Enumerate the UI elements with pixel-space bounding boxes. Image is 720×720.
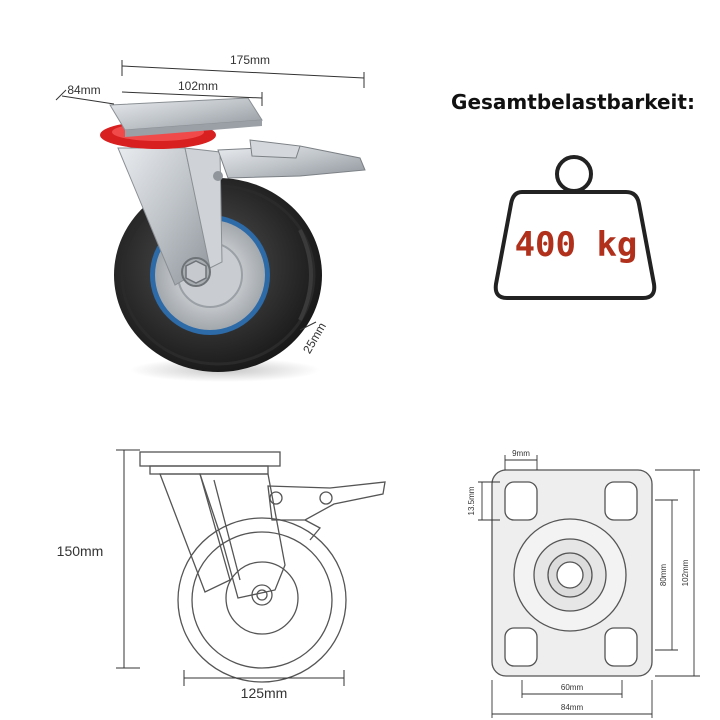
dim-inner-horizontal: 60mm (561, 683, 584, 692)
dim-height: 150mm (57, 543, 104, 559)
side-brake (267, 481, 386, 521)
plate-slot-top-right (604, 481, 638, 521)
side-top-plate (139, 451, 281, 467)
dim-total-length: 175mm (230, 53, 270, 67)
plate-drawing (491, 469, 653, 677)
dim-outer-horizontal: 84mm (561, 703, 584, 712)
side-dimensions: 150mm 125mm (57, 449, 345, 701)
dim-hole-spacing: 102mm (178, 79, 218, 93)
side-wheel-outline (177, 517, 347, 683)
dim-outer-vertical: 102mm (681, 559, 690, 586)
load-value: 400 kg (515, 225, 638, 265)
weight-icon (493, 155, 657, 300)
dim-wheel-diameter: 125mm (241, 685, 288, 701)
side-fork (159, 473, 231, 593)
plate-center-hole (556, 561, 584, 589)
side-view-drawing (139, 451, 386, 683)
dim-plate-width: 84mm (67, 83, 100, 97)
plate-dimensions (478, 455, 700, 718)
load-capacity-panel: Gesamtbelastbarkeit: 400 kg (451, 90, 695, 300)
plate-slot-bottom-right (604, 627, 638, 667)
dim-slot-width: 9mm (512, 449, 530, 458)
plate-dimension-labels: 9mm 13.5mm 80mm 102mm 60mm 84mm (467, 449, 690, 712)
plate-slot-top-left (504, 481, 538, 521)
dim-inner-vertical: 80mm (659, 564, 668, 587)
dim-slot-length: 13.5mm (467, 486, 476, 515)
plate-slot-bottom-left (504, 627, 538, 667)
load-heading: Gesamtbelastbarkeit: (451, 90, 695, 114)
caster-photo: 175mm 102mm 84mm 25mm (55, 53, 366, 382)
